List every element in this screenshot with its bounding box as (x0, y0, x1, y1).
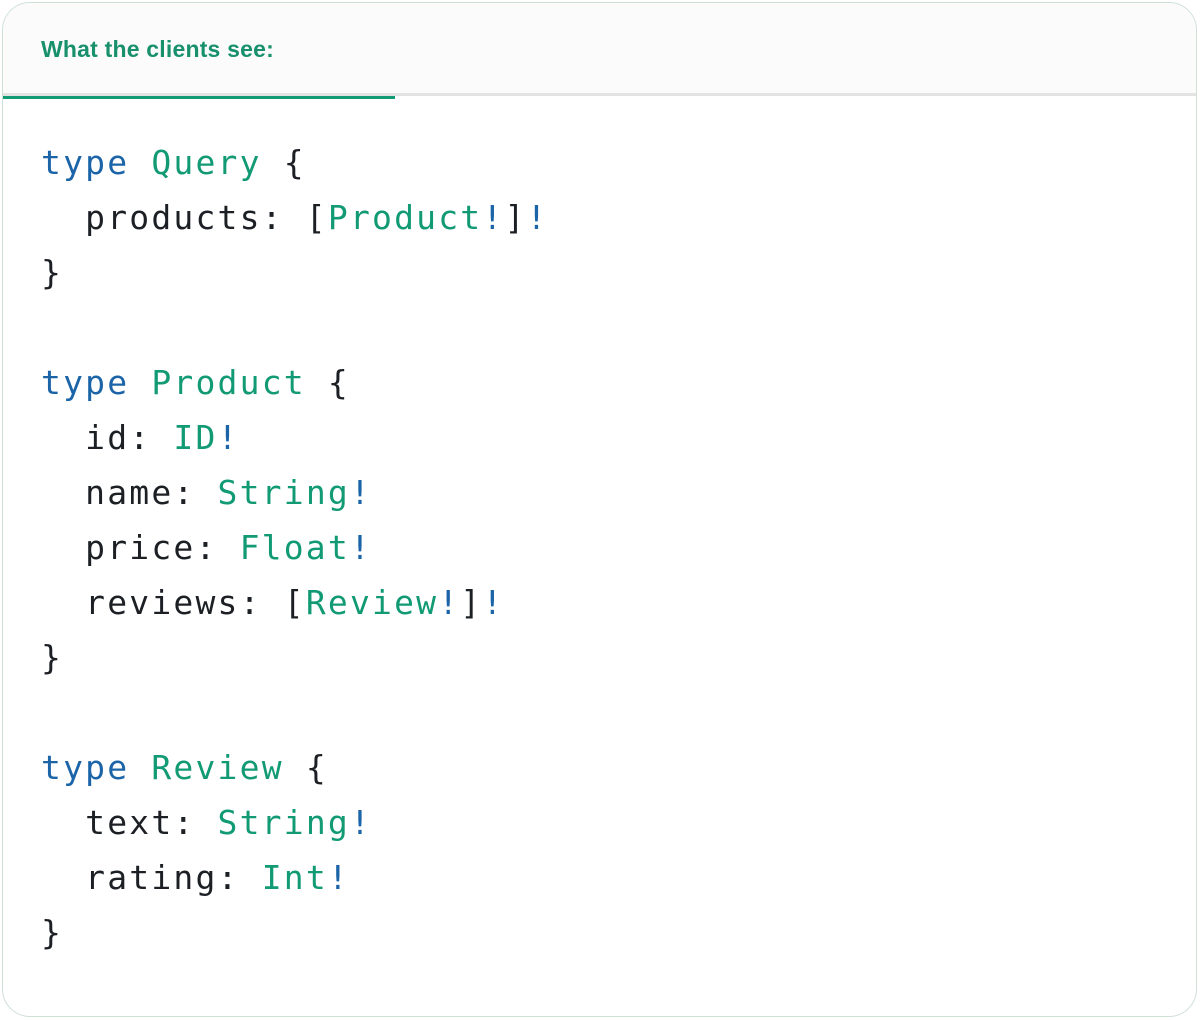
code-token: String (217, 803, 350, 842)
code-token: text: (41, 803, 218, 842)
code-token (129, 143, 151, 182)
code-line: type Query { (41, 135, 1176, 190)
code-token: price: (41, 528, 240, 567)
code-token: { (283, 748, 328, 787)
code-token: ID (173, 418, 218, 457)
code-token: products: [ (41, 198, 328, 237)
code-line: type Product { (41, 355, 1176, 410)
code-line: } (41, 245, 1176, 300)
code-token (129, 748, 151, 787)
code-token: ! (438, 583, 461, 622)
code-line (41, 300, 1176, 355)
tab-label: What the clients see: (41, 36, 274, 62)
code-line: price: Float! (41, 520, 1176, 575)
code-line: reviews: [Review!]! (41, 575, 1176, 630)
code-token: Review (151, 748, 284, 787)
code-token: Query (151, 143, 262, 182)
code-token: Float (239, 528, 350, 567)
code-token: rating: (41, 858, 262, 897)
code-token: ! (349, 473, 373, 512)
code-line: text: String! (41, 795, 1176, 850)
code-token: String (217, 473, 350, 512)
code-token: Product (151, 363, 306, 402)
code-token: ! (482, 583, 505, 622)
code-token: } (41, 913, 64, 952)
code-token: { (305, 363, 350, 402)
tab-what-clients-see[interactable]: What the clients see: (3, 3, 395, 99)
code-line: name: String! (41, 465, 1176, 520)
code-token: reviews: [ (41, 583, 306, 622)
code-token: Product (327, 198, 483, 237)
code-token: ! (217, 418, 240, 457)
code-token: type (41, 363, 130, 402)
code-token: name: (41, 473, 218, 512)
code-token: ] (460, 583, 483, 622)
code-token: type (41, 748, 130, 787)
tab-active-underline (3, 96, 395, 99)
code-token: ! (349, 803, 373, 842)
code-token: type (41, 143, 130, 182)
code-token: id: (41, 418, 174, 457)
code-token: Int (261, 858, 328, 897)
code-token: ] (504, 198, 527, 237)
code-token: ! (482, 198, 505, 237)
code-token: } (41, 638, 64, 677)
code-line: rating: Int! (41, 850, 1176, 905)
code-token: ! (327, 858, 350, 897)
code-token (129, 363, 151, 402)
code-line: type Review { (41, 740, 1176, 795)
code-token: } (41, 253, 64, 292)
code-token: { (261, 143, 306, 182)
code-line: } (41, 905, 1176, 960)
graphql-schema-code-block: type Query { products: [Product!]!}type … (3, 96, 1196, 960)
code-token: ! (349, 528, 373, 567)
code-line: products: [Product!]! (41, 190, 1176, 245)
code-line (41, 685, 1176, 740)
code-line: id: ID! (41, 410, 1176, 465)
code-token: ! (526, 198, 549, 237)
code-token: Review (305, 583, 439, 622)
code-line: } (41, 630, 1176, 685)
card-header: What the clients see: (3, 3, 1196, 99)
